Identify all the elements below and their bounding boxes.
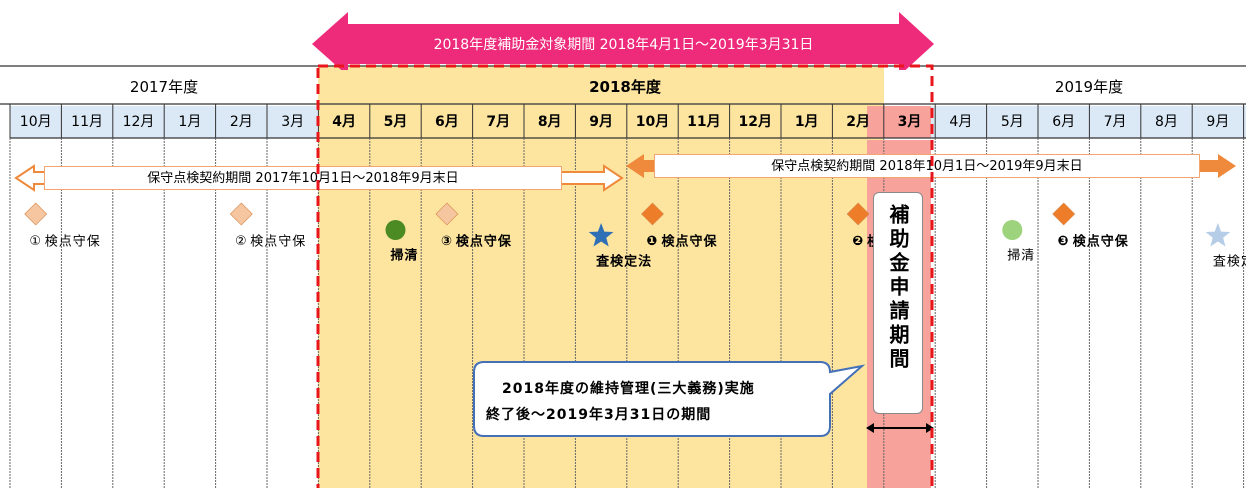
month-row: 10月 11月 12月 1月 2月 3月 4月 5月 6月 7月 8月 9月 10月 11月 12月 1月 2月…	[10, 106, 1246, 138]
month-cell: 5月	[383, 114, 408, 130]
event-label: 保守点検①	[27, 234, 99, 250]
event-label: 清掃	[1004, 248, 1034, 262]
event-label: 法定検査	[593, 254, 651, 268]
month-cell: 8月	[537, 114, 562, 130]
year-2017-header: 2017年度	[129, 78, 199, 96]
subsidy-period-banner-arrow	[312, 12, 934, 70]
event-label: 保守点検②	[233, 234, 305, 250]
month-cell: 5月	[1000, 114, 1024, 130]
month-row-highlight-march	[867, 106, 931, 138]
month-cell: 6月	[1052, 114, 1076, 130]
month-cell: 4月	[949, 114, 973, 130]
year-2018-header: 2018年度	[589, 78, 661, 96]
month-cell: 10月	[19, 114, 52, 130]
ball-marker-icon	[385, 220, 406, 240]
month-cell: 1月	[178, 114, 202, 130]
month-cell: 10月	[635, 114, 670, 130]
month-cell: 6月	[435, 114, 459, 130]
diamond-marker-icon	[1052, 202, 1076, 226]
month-cell: 9月	[1206, 114, 1230, 130]
month-cell: 2月	[229, 114, 253, 130]
callout-line-1: 2018年度の維持管理(三大義務)実施	[502, 381, 755, 397]
contract-period-label-2: 保守点検契約期間 2018年10月1日～2019年9月末日	[654, 154, 1200, 178]
diamond-marker-icon	[435, 202, 459, 226]
application-period-label: 補助金申請期間	[886, 204, 910, 372]
month-cell: 9月	[589, 114, 613, 130]
month-cell: 3月	[281, 114, 305, 130]
diamond-marker-icon	[846, 202, 870, 226]
star-marker-icon	[1205, 223, 1231, 247]
month-cell: 12月	[738, 114, 773, 130]
diamond-marker-icon	[24, 202, 48, 226]
diamond-marker-icon	[641, 202, 664, 226]
event-label: 保守点検❶	[644, 234, 716, 250]
month-cell: 7月	[1103, 114, 1127, 130]
month-cell: 2月	[846, 114, 870, 130]
month-cell: 7月	[486, 114, 511, 130]
month-cell: 4月	[332, 114, 356, 130]
month-row-highlight	[318, 106, 884, 138]
month-cell: 8月	[1155, 114, 1178, 130]
application-period-box	[873, 192, 923, 414]
ball-marker-icon	[1002, 220, 1023, 240]
event-label: 法定検査	[1209, 254, 1246, 268]
callout-line-2: 終了後～2019年3月31日の期間	[486, 407, 712, 423]
month-cell: 11月	[687, 114, 721, 130]
month-cell: 12月	[122, 114, 155, 130]
event-label: 清掃	[387, 248, 417, 262]
subsidy-period-banner: 2018年度補助金対象期間 2018年4月1日～2019年3月31日	[433, 37, 814, 53]
month-cell: 11月	[71, 114, 103, 130]
month-cell: 3月	[897, 114, 922, 130]
month-cell: 1月	[794, 114, 819, 130]
contract-period-label-1: 保守点検契約期間 2017年10月1日～2018年9月末日	[44, 166, 562, 190]
star-marker-icon	[588, 223, 614, 247]
event-label: 保守点検③	[438, 234, 510, 250]
year-2019-header: 2019年度	[1054, 78, 1124, 96]
event-label: 保守点検❸	[1055, 234, 1127, 250]
diamond-marker-icon	[229, 202, 253, 226]
